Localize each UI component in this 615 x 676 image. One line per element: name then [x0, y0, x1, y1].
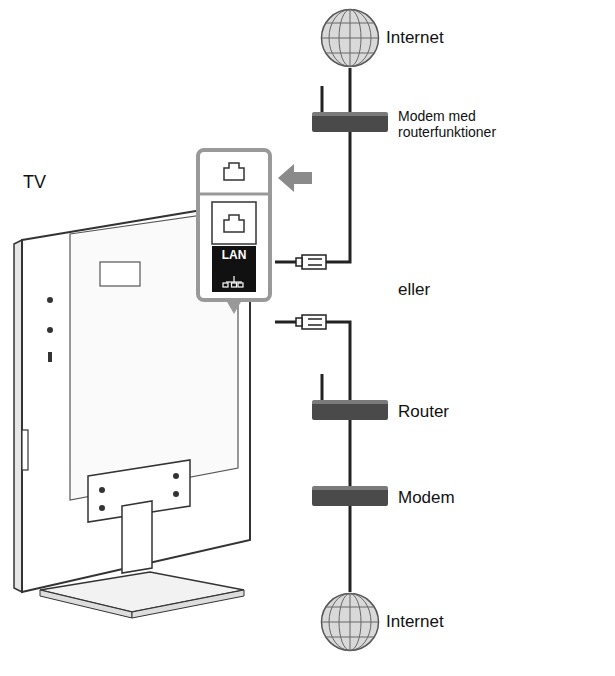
- modem-device: Modem: [312, 486, 388, 506]
- globe-icon: [320, 8, 380, 68]
- network-cable: [349, 68, 352, 112]
- network-cable: [349, 420, 352, 486]
- network-cable: [275, 132, 350, 262]
- node-label: TV: [23, 172, 46, 193]
- node-label: Modem med routerfunktioner: [398, 108, 548, 140]
- port-label: LAN: [212, 248, 256, 262]
- network-cable: [349, 506, 352, 592]
- internet-globe: Internet: [320, 8, 380, 68]
- globe-icon: [320, 592, 380, 652]
- router-device: Router: [312, 400, 388, 420]
- modem-router-device: Modem med routerfunktioner: [312, 112, 388, 132]
- tv-set: TV: [15, 150, 275, 610]
- internet-globe: Internet: [320, 592, 380, 652]
- or-label: eller: [398, 280, 430, 300]
- node-label: Internet: [386, 28, 444, 48]
- node-label: Router: [398, 402, 449, 422]
- network-cable: [275, 322, 350, 400]
- node-label: Modem: [398, 488, 455, 508]
- node-label: Internet: [386, 612, 444, 632]
